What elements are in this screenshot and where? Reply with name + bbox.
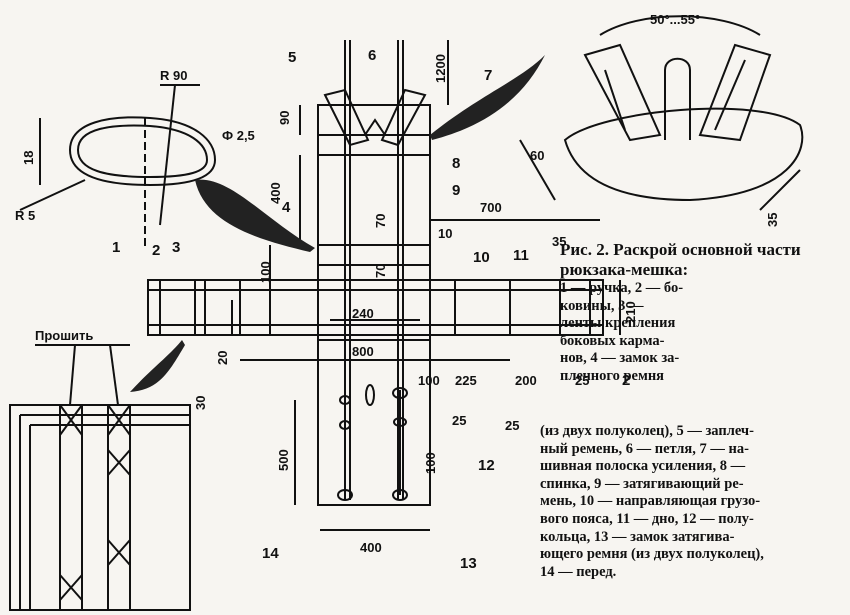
dim-r90: R 90 — [160, 68, 187, 83]
part-label-8: 8 — [452, 155, 460, 172]
dim-240: 240 — [352, 306, 374, 321]
dim-phi: Ф 2,5 — [222, 128, 255, 143]
dim-1200: 1200 — [433, 54, 448, 83]
dim-18: 18 — [21, 151, 36, 165]
figure-caption-wide: (из двух полуколец), 5 — заплеч- ный рем… — [540, 423, 845, 581]
line-work — [9, 15, 804, 611]
part-label-2: 2 — [152, 242, 160, 259]
callout-wedges — [130, 55, 545, 392]
dim-angle: 50°...55° — [650, 12, 700, 27]
caption-line: (из двух полуколец), 5 — заплеч- — [540, 423, 754, 439]
bottom-band — [147, 279, 604, 336]
caption-line: боковых карма- — [560, 332, 665, 349]
dim-10: 10 — [438, 226, 452, 241]
dimension-labels: R 90 R 5 Ф 2,5 18 1200 90 400 700 70 70 … — [15, 12, 780, 555]
dim-35b: 35 — [765, 213, 780, 227]
shoulder-strap-right — [380, 88, 427, 147]
part-label-12: 12 — [478, 457, 495, 474]
dim-225: 225 — [455, 373, 477, 388]
caption-line: спинка, 9 — затягивающий ре- — [540, 475, 744, 492]
dim-20: 20 — [215, 351, 230, 365]
dim-800: 800 — [352, 344, 374, 359]
dim-400: 400 — [268, 182, 283, 204]
part-number-labels: 1 2 3 4 5 6 7 8 9 10 11 12 13 14 2 — [112, 47, 630, 572]
dim-25c: 25 — [505, 418, 519, 433]
part-label-3: 3 — [172, 239, 180, 256]
dim-25a: 25 — [575, 373, 589, 388]
dim-r5: R 5 — [15, 208, 35, 223]
caption-line: вого пояса, 11 — дно, 12 — полу- — [540, 510, 754, 527]
dim-100: 100 — [418, 373, 440, 388]
caption-line: плечного ремня — [560, 367, 665, 384]
stitch-label: Прошить — [35, 328, 93, 343]
handle-oval-inner — [76, 124, 209, 179]
part-label-1: 1 — [112, 239, 120, 256]
handle-oval — [68, 116, 217, 187]
caption-line: ный ремень, 6 — петля, 7 — на- — [540, 440, 749, 457]
strap-angle-detail — [563, 107, 804, 202]
caption-line: нов, 4 — замок за- — [560, 350, 680, 367]
caption-line: 14 — перед. — [540, 563, 617, 580]
dim-400b: 400 — [360, 540, 382, 555]
dim-25b: 25 — [452, 413, 466, 428]
caption-line: шивная полоска усиления, 8 — — [540, 458, 746, 475]
dim-30: 30 — [193, 396, 208, 410]
part-label-7: 7 — [484, 67, 492, 84]
dim-70a: 70 — [373, 214, 388, 228]
shoulder-strap-left — [323, 88, 370, 147]
caption-title: Рис. 2. Раскрой основной части рюкзака-м… — [560, 240, 801, 279]
dim-100b: 100 — [423, 452, 438, 474]
caption-line: кольца, 13 — замок затягива- — [540, 528, 735, 545]
part-label-2b: 2 — [622, 372, 630, 389]
dim-60: 60 — [530, 148, 544, 163]
caption-line: ковины, 3 — — [560, 297, 644, 314]
figure-caption: Рис. 2. Раскрой основной части рюкзака-м… — [560, 240, 844, 386]
dim-500: 500 — [276, 449, 291, 471]
stitch-detail-frame — [9, 404, 191, 611]
dim-35: 35 — [552, 234, 566, 249]
dim-200: 200 — [515, 373, 537, 388]
dim-700: 700 — [480, 200, 502, 215]
part-label-4: 4 — [282, 199, 291, 216]
dim-100-left: 100 — [258, 261, 273, 283]
back-panel — [317, 104, 431, 506]
dim-70b: 70 — [373, 264, 388, 278]
caption-line: ленты крепления — [560, 315, 676, 332]
part-label-13: 13 — [460, 555, 477, 572]
part-label-10: 10 — [473, 249, 490, 266]
part-label-6: 6 — [368, 47, 376, 64]
part-label-5: 5 — [288, 49, 296, 66]
part-label-9: 9 — [452, 182, 460, 199]
caption-line: мень, 10 — направляющая грузо- — [540, 493, 761, 510]
part-label-11: 11 — [513, 247, 529, 264]
part-label-14: 14 — [262, 545, 279, 562]
dim-210: 210 — [623, 301, 638, 323]
dim-90: 90 — [277, 111, 292, 125]
caption-line: ющего ремня (из двух полуколец), — [540, 546, 764, 563]
caption-line: 1 — ручка, 2 — бо- — [560, 280, 684, 296]
